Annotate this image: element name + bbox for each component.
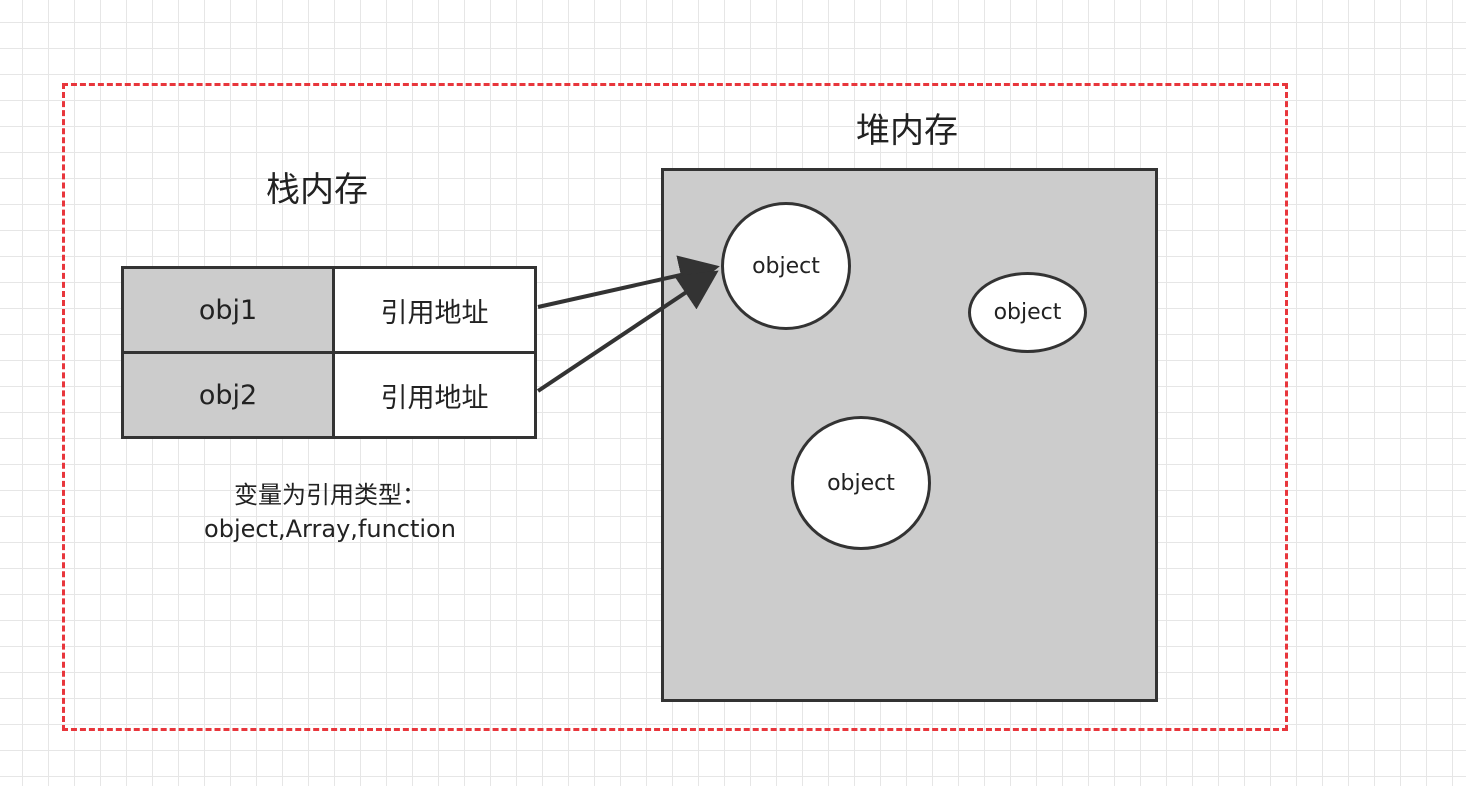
stack-address-cell: 引用地址	[332, 266, 537, 354]
heap-object: object	[721, 202, 851, 330]
stack-title: 栈内存	[266, 170, 368, 210]
note-line-1: 变量为引用类型：	[234, 481, 426, 509]
stack-row: obj1 引用地址	[121, 266, 537, 354]
stack-variable-cell: obj2	[121, 351, 335, 439]
stack-address-cell: 引用地址	[332, 351, 537, 439]
heap-object: object	[791, 416, 931, 550]
heap-title: 堆内存	[856, 111, 958, 151]
stack-row: obj2 引用地址	[121, 351, 537, 439]
heap-object: object	[968, 272, 1087, 353]
note-line-2: object,Array,function	[204, 515, 456, 543]
stack-variable-cell: obj1	[121, 266, 335, 354]
stack-table: obj1 引用地址 obj2 引用地址	[121, 266, 537, 439]
dashed-frame	[62, 83, 1288, 731]
heap-box	[661, 168, 1158, 702]
note-text: 变量为引用类型： object,Array,function	[190, 478, 470, 546]
